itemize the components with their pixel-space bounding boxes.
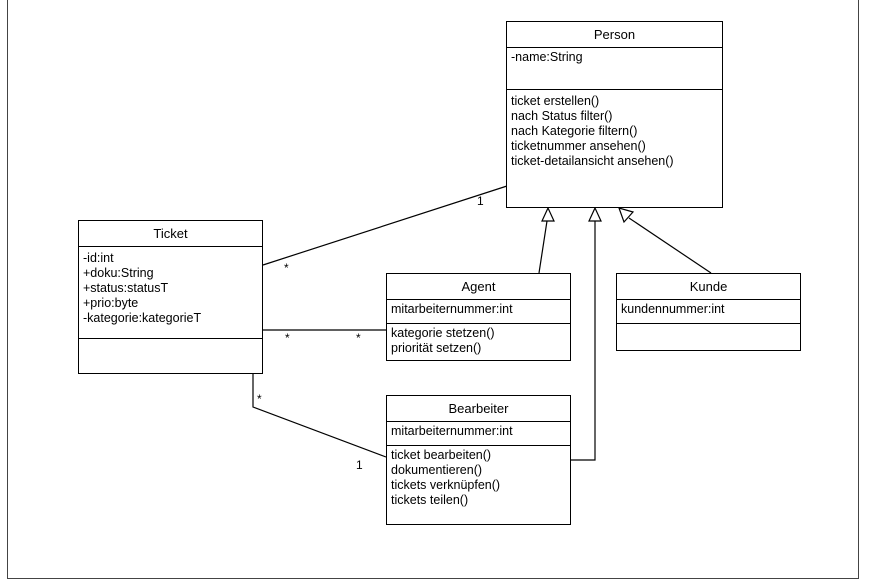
attribute: kundennummer:int bbox=[621, 302, 725, 316]
attributes-section: -name:String bbox=[507, 48, 722, 90]
method: ticket erstellen() bbox=[511, 94, 600, 108]
method: dokumentieren() bbox=[391, 463, 483, 477]
attribute: -id:int bbox=[83, 251, 114, 265]
attribute: -kategorie:kategorieT bbox=[83, 311, 202, 325]
association-person-ticket bbox=[262, 185, 508, 266]
attribute: +doku:String bbox=[83, 266, 154, 280]
method: tickets teilen() bbox=[391, 493, 469, 507]
method: priorität setzen() bbox=[391, 341, 482, 355]
generalization-arrowhead-bearbeiter bbox=[588, 206, 602, 222]
method: ticketnummer ansehen() bbox=[511, 139, 646, 153]
method: nach Kategorie filtern() bbox=[511, 124, 638, 138]
generalization-bearbeiter-person bbox=[571, 221, 596, 461]
attribute: mitarbeiternummer:int bbox=[391, 424, 513, 438]
class-person[interactable]: Person -name:String ticket erstellen() n… bbox=[506, 21, 723, 208]
attribute: mitarbeiternummer:int bbox=[391, 302, 513, 316]
multiplicity-person-end: 1 bbox=[477, 194, 484, 208]
attribute: +prio:byte bbox=[83, 296, 139, 310]
method: kategorie stetzen() bbox=[391, 326, 495, 340]
class-name: Bearbeiter bbox=[387, 396, 570, 422]
multiplicity-agent-end: * bbox=[356, 331, 361, 345]
class-name: Person bbox=[507, 22, 722, 48]
attributes-section: kundennummer:int bbox=[617, 300, 800, 324]
attributes-section: mitarbeiternummer:int bbox=[387, 422, 570, 446]
attributes-section: -id:int +doku:String +status:statusT +pr… bbox=[79, 247, 262, 339]
method: ticket bearbeiten() bbox=[391, 448, 492, 462]
class-bearbeiter[interactable]: Bearbeiter mitarbeiternummer:int ticket … bbox=[386, 395, 571, 525]
attribute: -name:String bbox=[511, 50, 583, 64]
methods-section bbox=[617, 324, 800, 326]
diagram-frame bbox=[7, 0, 859, 579]
attributes-section: mitarbeiternummer:int bbox=[387, 300, 570, 324]
class-name: Kunde bbox=[617, 274, 800, 300]
methods-section bbox=[79, 339, 262, 341]
attribute: +status:statusT bbox=[83, 281, 169, 295]
generalization-agent-person bbox=[538, 220, 548, 274]
method: nach Status filter() bbox=[511, 109, 613, 123]
method: tickets verknüpfen() bbox=[391, 478, 501, 492]
multiplicity-bearbeiter-end: 1 bbox=[356, 458, 363, 472]
multiplicity-ticket-end-person: * bbox=[284, 261, 289, 275]
generalization-arrowhead-kunde bbox=[618, 207, 635, 224]
class-agent[interactable]: Agent mitarbeiternummer:int kategorie st… bbox=[386, 273, 571, 361]
generalization-arrowhead-agent bbox=[541, 206, 555, 222]
methods-section: kategorie stetzen() priorität setzen() bbox=[387, 324, 570, 356]
multiplicity-ticket-end-agent: * bbox=[285, 331, 290, 345]
multiplicity-ticket-end-bearbeiter: * bbox=[257, 392, 262, 406]
methods-section: ticket bearbeiten() dokumentieren() tick… bbox=[387, 446, 570, 508]
class-name: Agent bbox=[387, 274, 570, 300]
association-ticket-bearbeiter bbox=[252, 374, 387, 458]
class-name: Ticket bbox=[79, 221, 262, 247]
generalization-kunde-person bbox=[628, 217, 712, 274]
class-kunde[interactable]: Kunde kundennummer:int bbox=[616, 273, 801, 351]
method: ticket-detailansicht ansehen() bbox=[511, 154, 674, 168]
class-ticket[interactable]: Ticket -id:int +doku:String +status:stat… bbox=[78, 220, 263, 374]
methods-section: ticket erstellen() nach Status filter() … bbox=[507, 90, 722, 169]
